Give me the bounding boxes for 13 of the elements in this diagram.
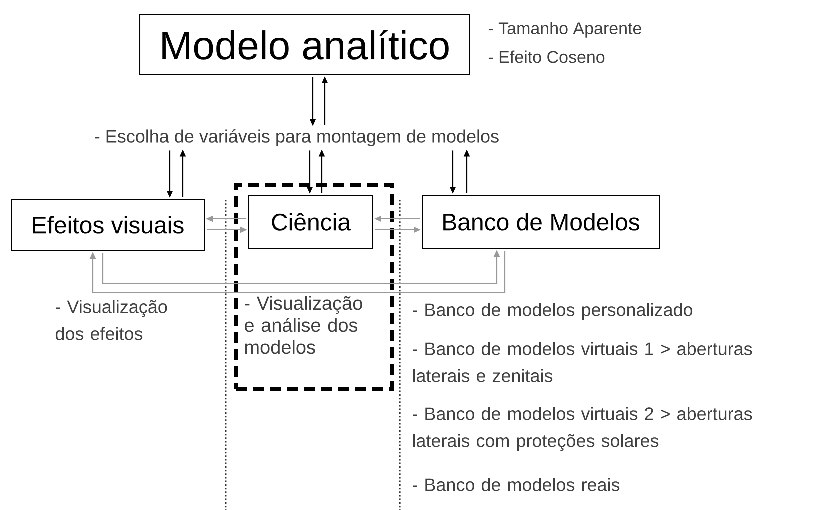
process-box: Banco de Modelos bbox=[422, 195, 660, 249]
process-box: Efeitos visuais bbox=[11, 199, 205, 251]
note-text: - Banco de modelos virtuais 1 > aberturas laterais e zenitais bbox=[413, 342, 752, 382]
note-text: - Banco de modelos virtuais 2 > aberturas laterais com proteções solares bbox=[413, 407, 752, 452]
text-label: - Escolha de variáveis para montagem de modelos bbox=[95, 130, 499, 146]
note-text: - Efeito Coseno bbox=[488, 50, 605, 64]
note-text: - Visualização dos efeitos bbox=[56, 300, 168, 340]
note-text: - Banco de modelos reais bbox=[413, 478, 620, 492]
process-box: Modelo analítico bbox=[140, 14, 470, 76]
arrow bbox=[90, 251, 506, 294]
note-text: - Tamanho Aparente bbox=[488, 22, 642, 38]
process-box: Ciência bbox=[248, 195, 374, 249]
note-text: - Banco de modelos personalizado bbox=[413, 303, 693, 320]
